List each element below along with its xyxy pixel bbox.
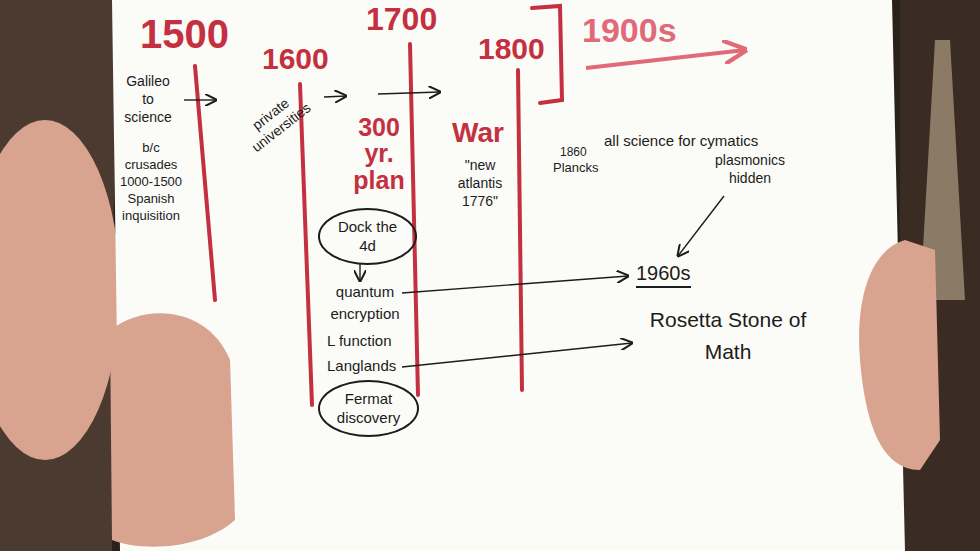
date-note: 1960s [636, 262, 691, 288]
era-arrow [586, 50, 745, 68]
year-heading: 1500 [140, 12, 229, 56]
timeline-line [410, 44, 418, 395]
person-face [0, 120, 120, 460]
circled-note: Dock the 4d [318, 208, 417, 265]
circled-note: Fermat discovery [318, 380, 419, 437]
year-heading: 1900s [582, 12, 677, 49]
year-heading: 1600 [262, 42, 329, 75]
timeline-line [518, 70, 522, 390]
note: all science for cymatics [604, 133, 758, 150]
flow-arrow [378, 92, 440, 94]
leader-arrow [402, 343, 632, 367]
topic-note: Langlands [327, 357, 396, 375]
topic-note: quantum encryption [322, 281, 408, 325]
year-heading: 1800 [478, 32, 545, 65]
note: Rosetta Stone of Math [640, 304, 816, 367]
timeline-line [300, 84, 312, 405]
flow-arrow [324, 96, 346, 97]
note-text: Dock the 4d [334, 218, 402, 256]
note: b/c crusades 1000-1500 Spanish inquisiti… [118, 140, 184, 224]
note: private universities [234, 83, 318, 159]
year-heading: 1700 [366, 2, 437, 37]
leader-arrow [402, 276, 628, 293]
plan-note: 300 yr. plan [351, 114, 407, 193]
note: plasmonics hidden [712, 151, 788, 187]
right-hand [859, 240, 940, 470]
note: "new atlantis 1776" [444, 156, 516, 211]
note: Plancks [553, 161, 599, 175]
flow-arrow [359, 263, 360, 281]
note: Galileo to science [120, 72, 176, 127]
timeline-line [195, 66, 215, 300]
note: 1860 [560, 146, 587, 159]
flow-arrow [184, 99, 216, 100]
note-text: Fermat discovery [334, 390, 404, 428]
topic-note: L function [327, 332, 392, 350]
left-hand [110, 313, 235, 547]
event-note: War [452, 118, 504, 149]
leader-arrow [678, 196, 724, 256]
